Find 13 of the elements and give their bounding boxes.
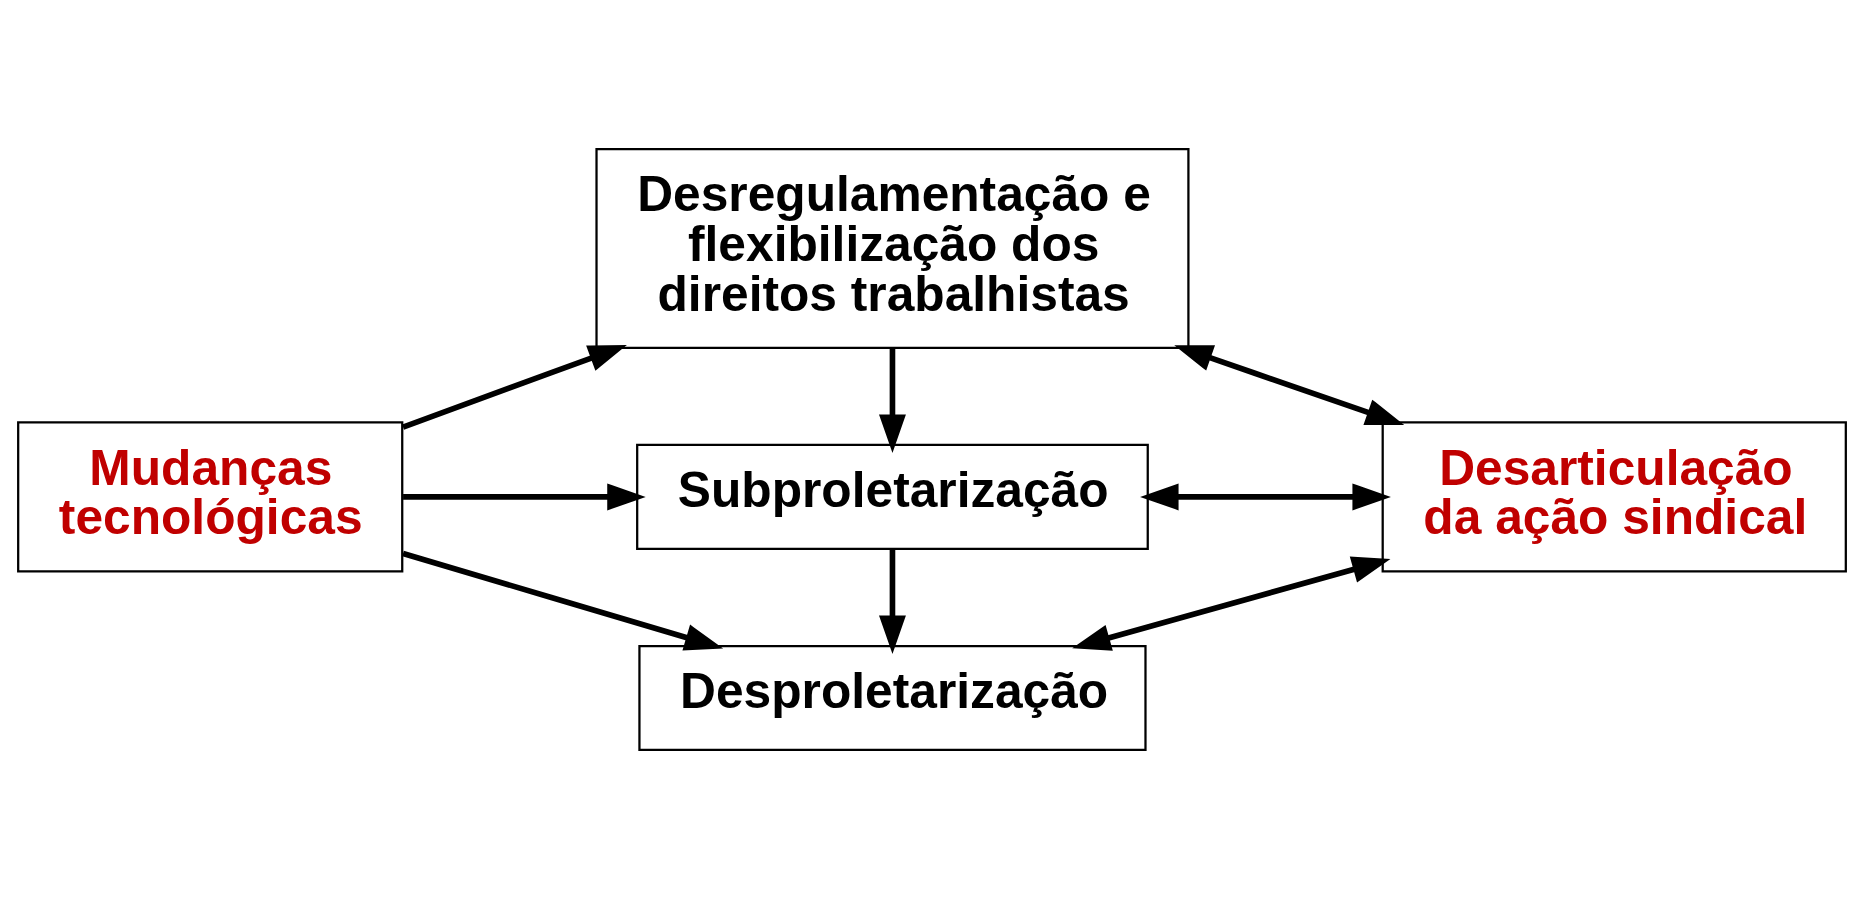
arrow xyxy=(878,548,906,654)
node-box: Desproletarização xyxy=(637,644,1147,751)
arrow xyxy=(401,344,627,430)
node-box: Desregulamentação e flexibilização dos direitos trabalhistas xyxy=(594,147,1190,349)
arrow xyxy=(401,550,723,650)
arrow xyxy=(878,347,906,453)
arrow xyxy=(1139,482,1391,510)
arrow xyxy=(1071,555,1390,651)
arrow xyxy=(402,482,646,510)
arrow xyxy=(1173,344,1404,425)
node-box: Desarticulação da ação sindical xyxy=(1381,420,1847,573)
node-box: Subproletarização xyxy=(635,443,1149,550)
node-box: Mudanças tecnológicas xyxy=(16,420,403,573)
